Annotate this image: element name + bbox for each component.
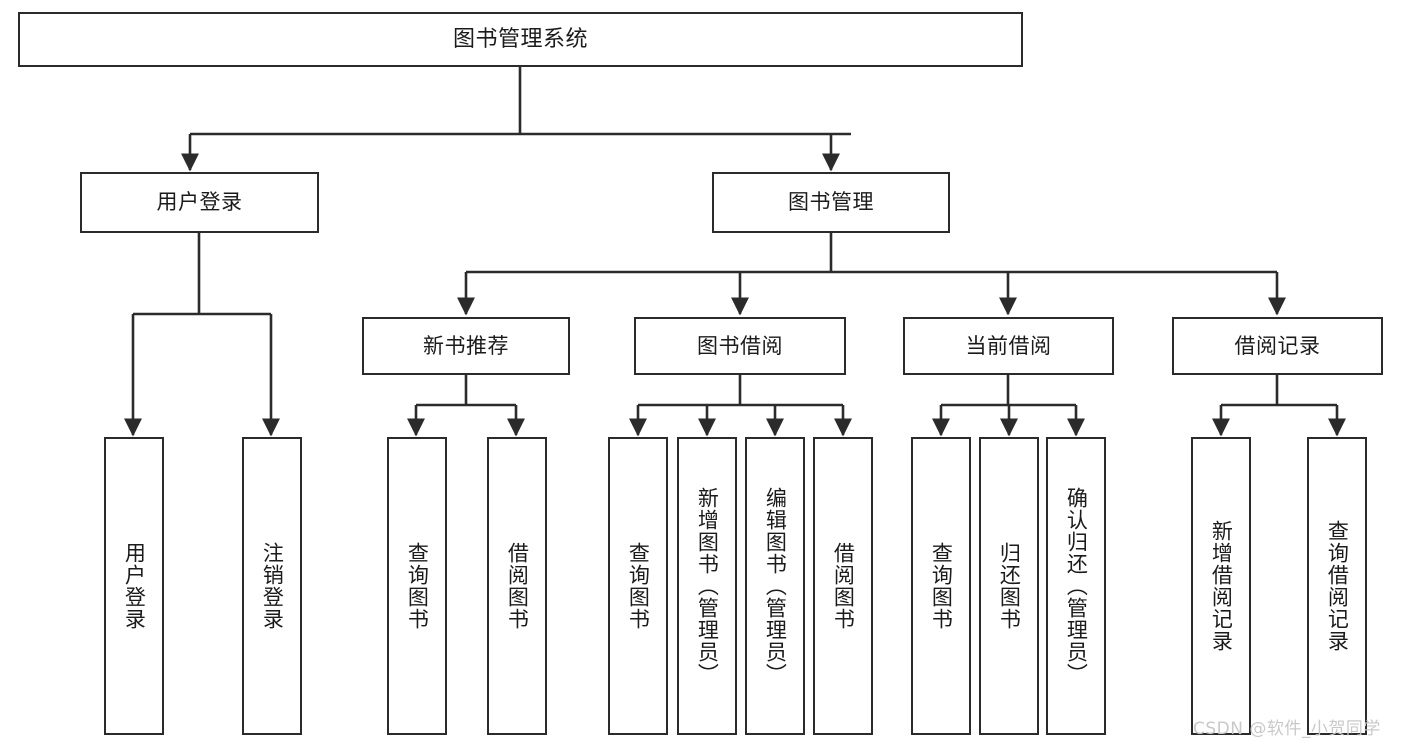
leaf-query-book-1[interactable]: 查询图书 (387, 437, 447, 735)
leaf-edit-book-label: 编辑图书（管理员） (763, 487, 788, 685)
leaf-logout-label: 注销登录 (260, 542, 285, 630)
node-new-book-rec-label: 新书推荐 (423, 333, 509, 358)
leaf-borrow-book-2[interactable]: 借阅图书 (813, 437, 873, 735)
leaf-borrow-book-1[interactable]: 借阅图书 (487, 437, 547, 735)
node-new-book-rec[interactable]: 新书推荐 (362, 317, 570, 375)
leaf-edit-book[interactable]: 编辑图书（管理员） (745, 437, 805, 735)
leaf-return-book[interactable]: 归还图书 (979, 437, 1039, 735)
leaf-logout[interactable]: 注销登录 (242, 437, 302, 735)
node-book-borrow-label: 图书借阅 (697, 333, 783, 358)
leaf-add-record[interactable]: 新增借阅记录 (1191, 437, 1251, 735)
csdn-watermark: CSDN @软件_小贺同学 (1193, 719, 1381, 739)
leaf-borrow-book-2-label: 借阅图书 (831, 542, 856, 630)
node-user-login-label: 用户登录 (156, 190, 243, 215)
leaf-confirm-return[interactable]: 确认归还（管理员） (1046, 437, 1106, 735)
leaf-query-book-2[interactable]: 查询图书 (608, 437, 668, 735)
leaf-user-login-label: 用户登录 (122, 542, 147, 630)
node-book-borrow[interactable]: 图书借阅 (634, 317, 846, 375)
leaf-add-book[interactable]: 新增图书（管理员） (677, 437, 737, 735)
leaf-add-record-label: 新增借阅记录 (1209, 520, 1234, 652)
node-root-label: 图书管理系统 (452, 26, 588, 52)
leaf-query-book-1-label: 查询图书 (405, 542, 430, 630)
node-current-borrow[interactable]: 当前借阅 (903, 317, 1114, 375)
node-borrow-record-label: 借阅记录 (1234, 333, 1321, 358)
node-root[interactable]: 图书管理系统 (18, 12, 1023, 67)
leaf-confirm-return-label: 确认归还（管理员） (1064, 487, 1089, 685)
leaf-borrow-book-1-label: 借阅图书 (505, 542, 530, 630)
leaf-query-record[interactable]: 查询借阅记录 (1307, 437, 1367, 735)
leaf-add-book-label: 新增图书（管理员） (695, 487, 720, 685)
leaf-return-book-label: 归还图书 (997, 542, 1022, 630)
leaf-query-book-3-label: 查询图书 (929, 542, 954, 630)
node-user-login[interactable]: 用户登录 (80, 172, 319, 233)
leaf-query-record-label: 查询借阅记录 (1325, 520, 1350, 652)
node-book-manage[interactable]: 图书管理 (712, 172, 950, 233)
node-borrow-record[interactable]: 借阅记录 (1172, 317, 1383, 375)
leaf-query-book-3[interactable]: 查询图书 (911, 437, 971, 735)
leaf-user-login[interactable]: 用户登录 (104, 437, 164, 735)
node-current-borrow-label: 当前借阅 (965, 333, 1052, 358)
leaf-query-book-2-label: 查询图书 (626, 542, 651, 630)
node-book-manage-label: 图书管理 (788, 190, 874, 215)
